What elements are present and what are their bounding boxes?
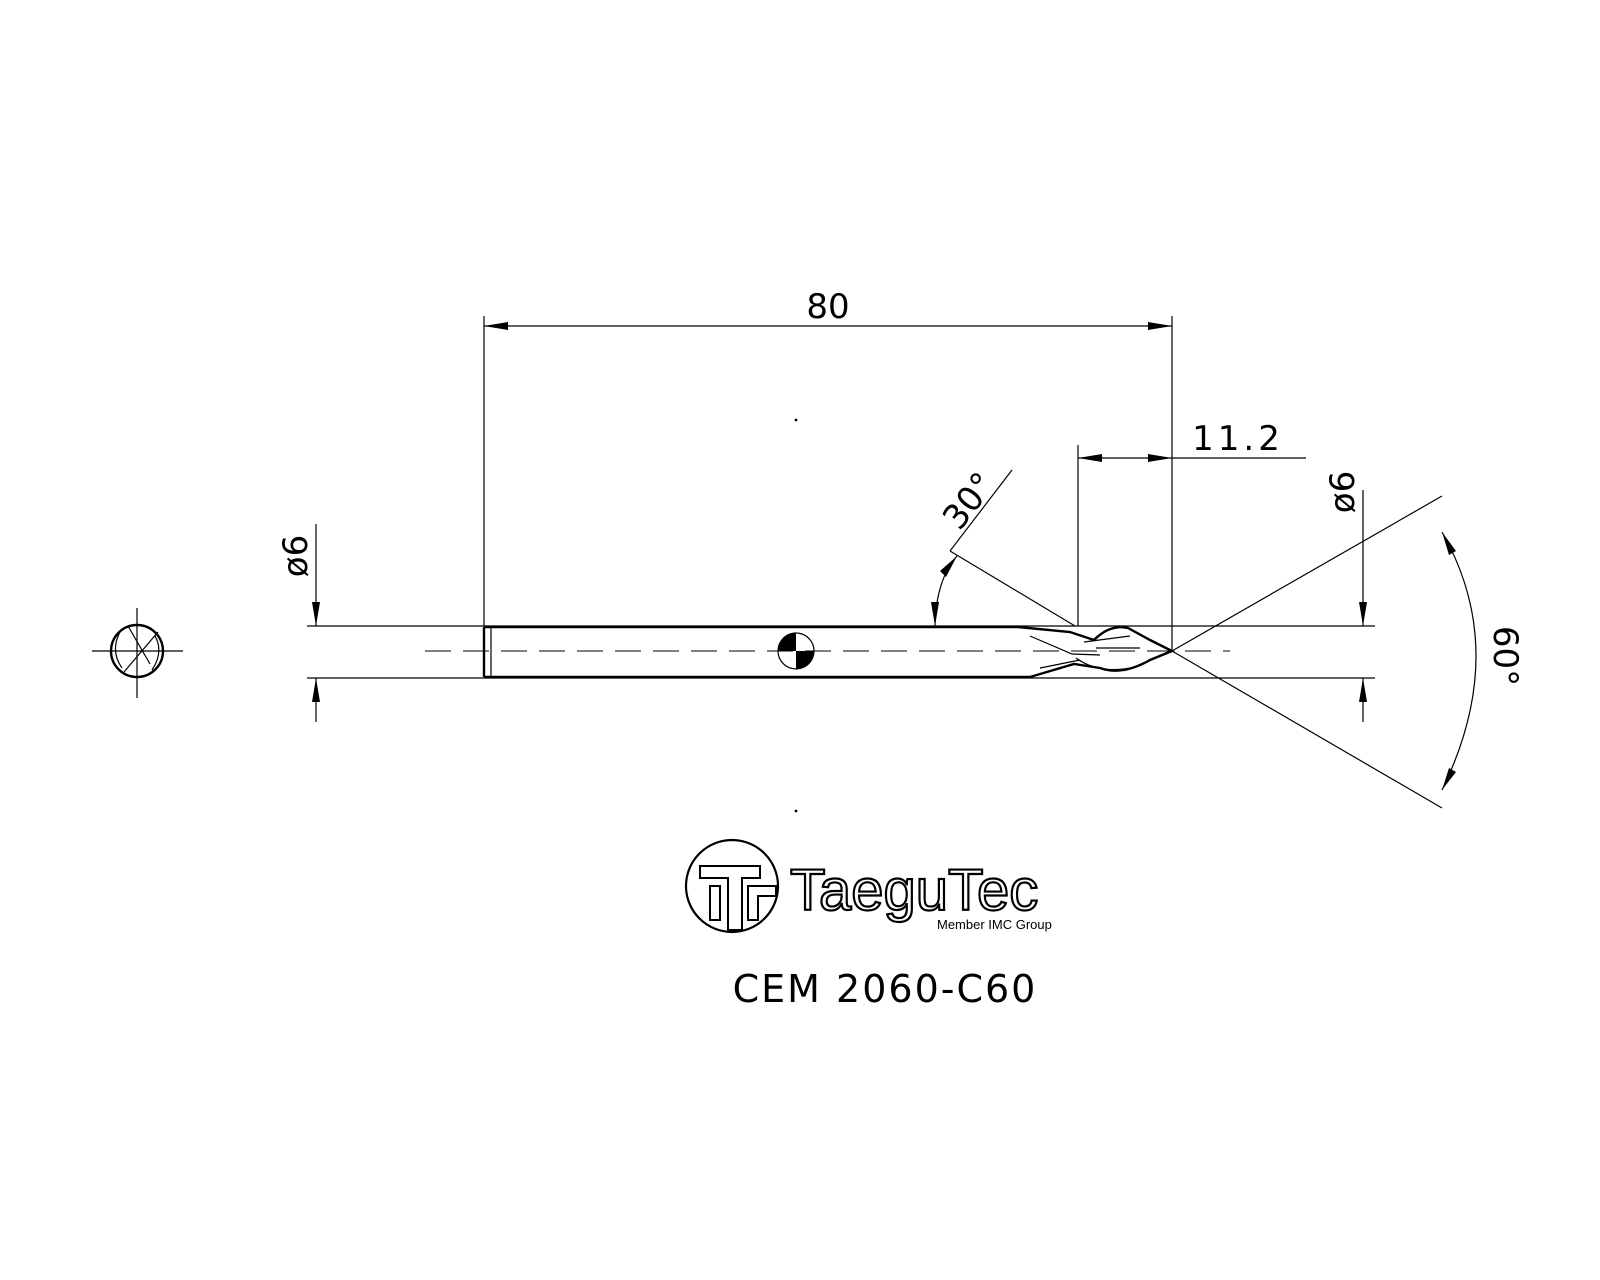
dimension-shank-diameter: ø6 [276,535,320,702]
end-view [92,608,183,698]
point-angle-label: 60° [1485,626,1525,686]
dimension-tip-diameter: ø6 [1323,471,1367,702]
brand-logo: TaeguTec Member IMC Group [684,838,1052,934]
tool-body [482,625,1175,679]
dimension-overall-length: 80 [484,287,1172,330]
overall-length-label: 80 [806,287,849,327]
brand-name: TaeguTec [790,858,1038,923]
cutting-length-label: 11.2 [1192,419,1284,459]
part-number: CEM 2060-C60 [733,967,1038,1011]
brand-tagline: Member IMC Group [937,917,1052,932]
dimension-cutting-length: 11.2 [1078,419,1306,462]
extension-lines [307,316,1443,809]
helix-angle-label: 30° [935,465,1004,537]
shank-diameter-label: ø6 [276,535,316,577]
tip-diameter-label: ø6 [1323,471,1363,513]
dimension-helix-angle: 30° [931,465,1004,627]
brand-emblem-icon [684,838,780,934]
dimension-point-angle: 60° [1441,531,1525,791]
